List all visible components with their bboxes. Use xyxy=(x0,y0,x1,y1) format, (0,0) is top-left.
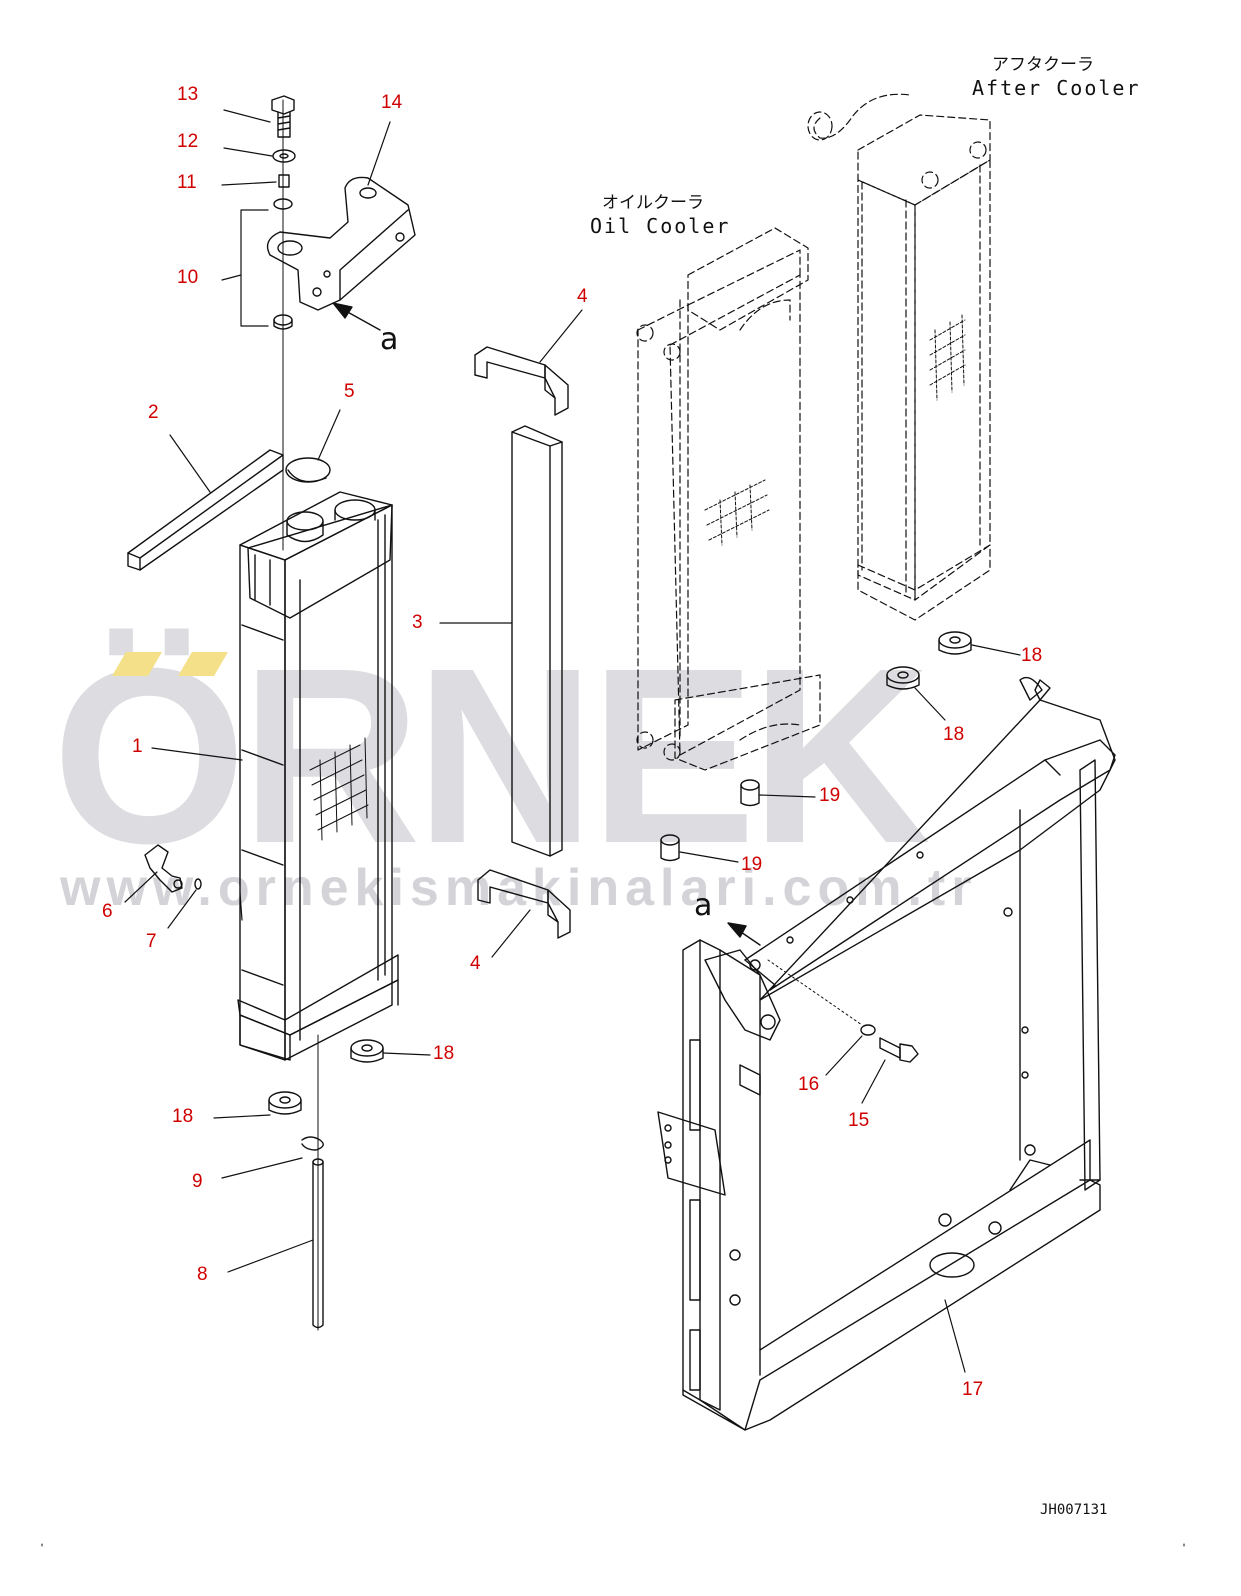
callout-3: 3 xyxy=(412,612,423,633)
callout-12: 12 xyxy=(177,131,199,152)
callout-4-top: 4 xyxy=(577,286,588,307)
callout-8: 8 xyxy=(197,1264,208,1285)
bolt-15 xyxy=(879,1037,919,1063)
callout-16: 16 xyxy=(798,1074,820,1095)
mount-18-right-a xyxy=(938,631,972,655)
after-cooler-label-jp: アフタクーラ xyxy=(992,55,1094,75)
drain-valve-6 xyxy=(144,844,183,893)
watermark-accent xyxy=(112,652,228,676)
cap-5 xyxy=(285,457,331,483)
drawing-code: JH007131 xyxy=(1040,1502,1108,1518)
collar-19-b xyxy=(660,834,680,862)
callout-1: 1 xyxy=(132,736,143,757)
callout-17: 17 xyxy=(962,1379,984,1400)
bracket-14 xyxy=(266,176,416,311)
after-cooler-label-en: After Cooler xyxy=(972,76,1141,100)
mount-18-right-b xyxy=(886,666,920,690)
callout-19-a: 19 xyxy=(819,785,841,806)
oil-cooler-label-en: Oil Cooler xyxy=(590,214,731,238)
leader-lines xyxy=(124,109,1021,1373)
mesh-hatch xyxy=(309,737,369,841)
callout-19-b: 19 xyxy=(741,854,763,875)
callout-10: 10 xyxy=(177,267,199,288)
cushion-10-top xyxy=(273,198,293,210)
callout-11: 11 xyxy=(177,172,197,193)
callout-18-d: 18 xyxy=(943,724,965,745)
callout-2: 2 xyxy=(148,402,159,423)
callout-7: 7 xyxy=(146,931,157,952)
radiator-core xyxy=(237,491,399,1061)
view-a-label-top: a xyxy=(380,322,399,357)
collar-11 xyxy=(278,174,290,188)
callout-4-bottom: 4 xyxy=(470,953,481,974)
frame-17 xyxy=(657,676,1116,1431)
oil-cooler-label-jp: オイルクーラ xyxy=(602,193,704,213)
mount-18-left-b xyxy=(268,1091,302,1115)
callout-15: 15 xyxy=(848,1110,870,1131)
bracket-4-bottom xyxy=(477,869,571,939)
collar-19-a xyxy=(740,779,760,807)
callout-18-a: 18 xyxy=(433,1043,455,1064)
foam-block-3 xyxy=(511,425,563,857)
bolt-13 xyxy=(271,95,295,138)
callout-14: 14 xyxy=(381,92,403,113)
mount-18-left-a xyxy=(350,1039,384,1063)
callout-9: 9 xyxy=(192,1171,203,1192)
oring-7 xyxy=(194,878,202,890)
bracket-4-top xyxy=(474,346,569,416)
callout-5: 5 xyxy=(344,381,355,402)
after-cooler-outline xyxy=(807,93,991,621)
assembly-line-bolt xyxy=(767,959,863,1026)
callout-18-c: 18 xyxy=(1021,645,1043,666)
hose-8 xyxy=(312,1158,324,1329)
callout-18-b: 18 xyxy=(172,1106,194,1127)
watermark-url: www.ornekismakinalari.com.tr xyxy=(60,859,978,917)
washer-12 xyxy=(272,149,296,163)
washer-16 xyxy=(860,1024,876,1036)
clip-9 xyxy=(301,1136,324,1151)
callout-6: 6 xyxy=(102,901,113,922)
oil-cooler-outline xyxy=(636,227,821,771)
callout-13: 13 xyxy=(177,84,199,105)
view-a-label-frame: a xyxy=(694,888,713,923)
